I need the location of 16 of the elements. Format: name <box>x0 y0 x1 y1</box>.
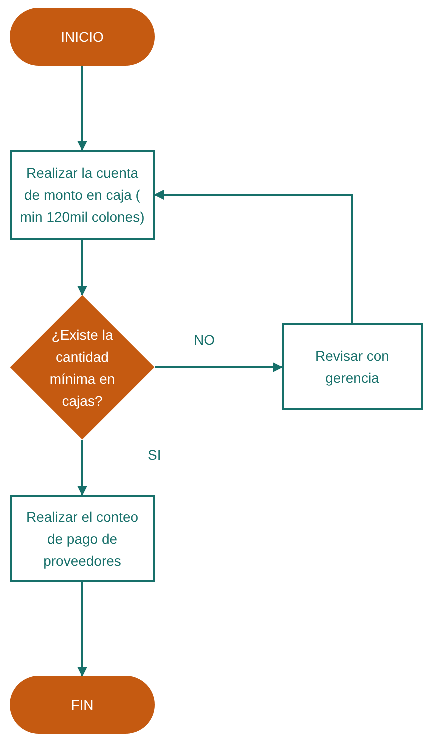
arrow <box>78 240 88 296</box>
process-box <box>282 323 423 410</box>
node-text: Revisar con gerencia <box>314 346 390 388</box>
node-text: ¿Existe la cantidad mínima en cajas? <box>48 326 116 411</box>
arrow <box>155 362 283 372</box>
arrow <box>154 190 354 323</box>
arrow <box>78 66 88 151</box>
arrow <box>78 440 88 496</box>
node-text: INICIO <box>61 28 104 47</box>
decision-diamond <box>10 295 155 440</box>
process-box <box>10 495 155 582</box>
node-text: Realizar la cuenta de monto en caja ( min 120mil colones) <box>20 164 145 227</box>
process-box <box>10 150 155 240</box>
arrow <box>78 582 88 677</box>
node-text: Realizar el conteo de pago de proveedores <box>25 508 140 571</box>
node-text: FIN <box>71 696 94 715</box>
